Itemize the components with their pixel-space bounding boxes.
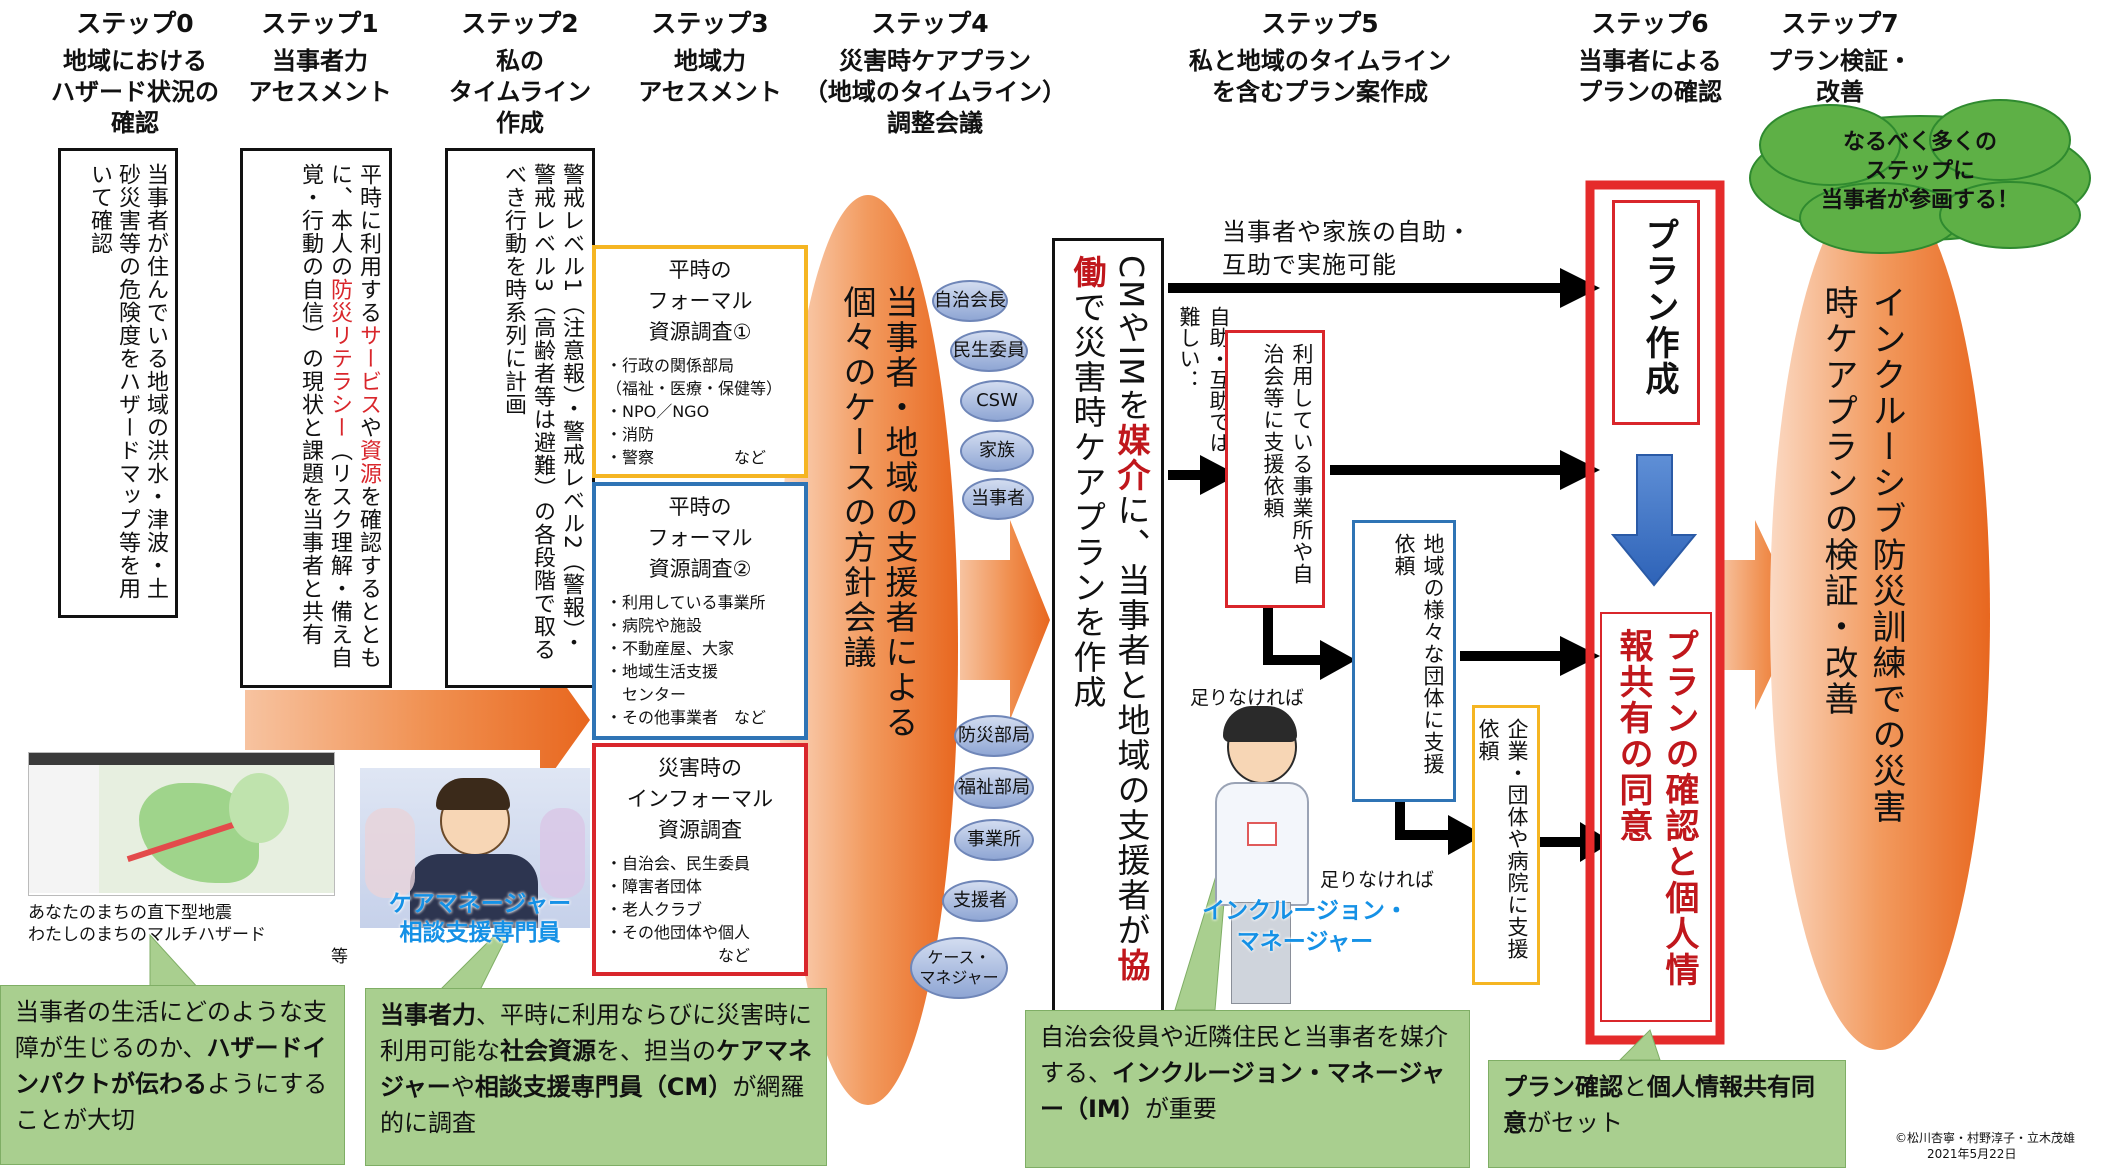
cloud-text: なるべく多くの ステップに 当事者が参画する！ bbox=[1820, 130, 2019, 213]
step2-desc: 私の タイムライン 作成 bbox=[448, 47, 592, 137]
list-item: ・病院や施設 bbox=[606, 616, 703, 635]
formal-resource-title-1: 平時の フォーマル 資源調査① bbox=[647, 258, 753, 344]
step1-title: ステップ1 bbox=[261, 9, 379, 38]
copyright-line2: 2021年5月22日 bbox=[1927, 1147, 2017, 1161]
cloud-shape bbox=[1749, 99, 2091, 254]
hazard-map-image bbox=[28, 752, 335, 896]
participant-oval: 民生委員 bbox=[950, 330, 1028, 372]
final-text: インクルーシブ防災訓練での災害時ケアプランの検証・改善 bbox=[1818, 285, 1906, 825]
step5-desc: 私と地域のタイムライン を含むプラン案作成 bbox=[1188, 47, 1452, 106]
inclusion-manager-illustration bbox=[1215, 706, 1309, 1010]
note-hazard-impact: 当事者の生活にどのような支障が生じるのか、ハザードインパクトが伝わるようにするこ… bbox=[0, 985, 345, 1165]
note-inclusion-manager: 自治会役員や近隣住民と当事者を媒介する、インクルージョン・マネージャー（IM）が… bbox=[1025, 1010, 1470, 1168]
participant-oval: 事業所 bbox=[954, 819, 1034, 861]
formal-resource-title-2: 平時の フォーマル 資源調査② bbox=[647, 495, 753, 581]
step6-frame bbox=[1585, 180, 1725, 1045]
step2-title: ステップ2 bbox=[461, 9, 579, 38]
step1-desc: 当事者力 アセスメント bbox=[248, 47, 392, 106]
step0-desc: 地域における ハザード状況の 確認 bbox=[51, 47, 219, 137]
list-item: ・自治会、民生委員 bbox=[606, 854, 751, 873]
request-box-3: 企業・団体や病院に支援依頼 bbox=[1472, 705, 1540, 985]
informal-resource-box: 災害時の インフォーマル 資源調査 ・自治会、民生委員 ・障害者団体 ・老人クラ… bbox=[592, 743, 808, 976]
hazard-caption-line1: あなたのまちの直下型地震 bbox=[28, 903, 232, 923]
list-item: など bbox=[606, 946, 751, 965]
participant-oval: 家族 bbox=[960, 430, 1034, 472]
orange-flow-arrow-2 bbox=[960, 520, 1050, 720]
participant-oval: 防災部局 bbox=[954, 715, 1034, 757]
list-item: ・NPO／NGO bbox=[606, 402, 710, 421]
step5-title: ステップ5 bbox=[1261, 9, 1379, 38]
list-item: ・警察 など bbox=[606, 448, 767, 467]
note-plan-consent: プラン確認と個人情報共有同意がセット bbox=[1488, 1060, 1846, 1168]
plan-confirm-box: プランの確認と個人情報共有の同意 bbox=[1600, 612, 1712, 1022]
hazard-caption: あなたのまちの直下型地震 わたしのまちのマルチハザード 等 bbox=[28, 902, 348, 968]
list-item: ・老人クラブ bbox=[606, 900, 703, 919]
list-item: ・障害者団体 bbox=[606, 877, 703, 896]
list-item: センター bbox=[606, 685, 687, 704]
informal-resource-title: 災害時の インフォーマル 資源調査 bbox=[626, 756, 774, 842]
participant-oval: ケース・ マネジャー bbox=[910, 937, 1008, 999]
care-manager-label: ケアマネージャー 相談支援専門員 bbox=[388, 891, 572, 946]
hazard-caption-line2: わたしのまちのマルチハザード bbox=[28, 925, 266, 945]
step7-title: ステップ7 bbox=[1781, 9, 1899, 38]
hazard-caption-line3: 等 bbox=[331, 947, 348, 967]
blue-down-arrow bbox=[1610, 454, 1698, 587]
conference-text: 当事者・地域の支援者による個々のケースの方針会議 bbox=[838, 285, 919, 740]
formal-resource-box-2: 平時の フォーマル 資源調査② ・利用している事業所 ・病院や施設 ・不動産屋、… bbox=[592, 482, 808, 740]
step3-desc: 地域力 アセスメント bbox=[638, 47, 782, 106]
participant-oval: 自治会長 bbox=[932, 280, 1008, 322]
participant-oval: 福祉部局 bbox=[954, 767, 1034, 809]
step4-desc: 災害時ケアプラン （地域のタイムライン） 調整会議 bbox=[803, 47, 1067, 137]
plan-create-box: プラン作成 bbox=[1612, 200, 1700, 425]
step2-box: 警戒レベル1（注意報）・警戒レベル2（警報）・警戒レベル3（高齢者等は避難）の各… bbox=[445, 148, 595, 688]
step0-title: ステップ0 bbox=[76, 9, 194, 38]
step6-title: ステップ6 bbox=[1591, 9, 1709, 38]
orange-flow-arrow-3 bbox=[1720, 520, 1800, 710]
list-item: ・地域生活支援 bbox=[606, 662, 719, 681]
formal-resource-list-2: ・利用している事業所 ・病院や施設 ・不動産屋、大家 ・地域生活支援 センター … bbox=[606, 591, 794, 729]
list-item: ・消防 bbox=[606, 425, 655, 444]
step3-title: ステップ3 bbox=[651, 9, 769, 38]
self-help-text: 当事者や家族の自助・ 互助で実施可能 bbox=[1222, 218, 1472, 279]
copyright: ©松川杏寧・村野淳子・立木茂雄 2021年5月22日 bbox=[1895, 1130, 2075, 1162]
orange-flow-arrow-1 bbox=[245, 650, 590, 790]
participant-oval: 当事者 bbox=[962, 478, 1034, 520]
final-oval bbox=[1770, 180, 1990, 1050]
list-item: （福祉・医療・保健等） bbox=[606, 379, 783, 398]
informal-resource-list: ・自治会、民生委員 ・障害者団体 ・老人クラブ ・その他団体や個人 など bbox=[606, 852, 794, 967]
conference-oval bbox=[778, 195, 958, 1105]
list-item: ・その他事業者 など bbox=[606, 708, 767, 727]
not-enough-label-1: 足りなければ bbox=[1190, 687, 1305, 709]
list-item: ・利用している事業所 bbox=[606, 593, 766, 612]
list-item: ・不動産屋、大家 bbox=[606, 639, 735, 658]
cm-plan-box: CMやIMを媒介に、当事者と地域の支援者が協働で災害時ケアプランを作成 bbox=[1052, 238, 1164, 1016]
request-box-1: 利用している事業所や自治会等に支援依頼 bbox=[1225, 330, 1325, 608]
step0-box: 当事者が住んでいる地域の洪水・津波・土砂災害等の危険度をハザードマップ等を用いて… bbox=[58, 148, 178, 618]
list-item: ・その他団体や個人 bbox=[606, 923, 751, 942]
inclusion-manager-label: インクルージョン・ マネージャー bbox=[1202, 898, 1408, 955]
step6-desc: 当事者による プランの確認 bbox=[1578, 47, 1722, 106]
request-box-2: 地域の様々な団体に支援依頼 bbox=[1352, 520, 1456, 802]
copyright-line1: ©松川杏寧・村野淳子・立木茂雄 bbox=[1895, 1131, 2076, 1145]
formal-resource-box-1: 平時の フォーマル 資源調査① ・行政の関係部局 （福祉・医療・保健等） ・NP… bbox=[592, 245, 808, 478]
not-enough-label-2: 足りなければ bbox=[1320, 869, 1435, 891]
step4-title: ステップ4 bbox=[871, 9, 989, 38]
step7-desc: プラン検証・ 改善 bbox=[1768, 47, 1912, 106]
participant-oval: 支援者 bbox=[942, 880, 1018, 922]
list-item: ・行政の関係部局 bbox=[606, 356, 735, 375]
step1-box: 平時に利用するサービスや資源を確認するとともに、本人の防災リテラシー（リスク理解… bbox=[240, 148, 392, 688]
formal-resource-list-1: ・行政の関係部局 （福祉・医療・保健等） ・NPO／NGO ・消防 ・警察 など bbox=[606, 354, 794, 469]
note-resource-survey: 当事者力、平時に利用ならびに災害時に利用可能な社会資源を、担当のケアマネジャーや… bbox=[365, 988, 827, 1166]
care-manager-illustration bbox=[360, 768, 590, 928]
participant-oval: CSW bbox=[960, 380, 1034, 422]
